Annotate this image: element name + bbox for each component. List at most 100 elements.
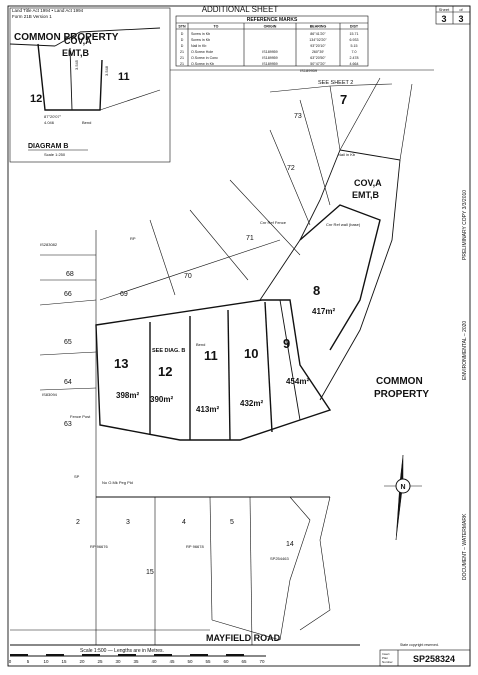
svg-text:134°02'20": 134°02'20"	[309, 38, 327, 42]
svg-text:D: D	[181, 32, 184, 36]
svg-text:Insert: Insert	[382, 652, 390, 656]
svg-text:of: of	[459, 7, 463, 12]
svg-text:Bend: Bend	[82, 120, 91, 125]
svg-text:Number: Number	[382, 660, 393, 664]
svg-text:RP: RP	[130, 236, 136, 241]
svg-text:D: D	[181, 38, 184, 42]
table-row: D Screw in Kb 134°02'20" 6.933	[181, 38, 359, 42]
plan-number-box	[379, 649, 471, 667]
margin-text-1: PRELIMINARY COPY 3/3/2010	[462, 190, 468, 260]
margin-text-2: ENVIRONMENTAL – 2020	[462, 321, 468, 380]
scale-tick-label: 5	[27, 659, 30, 664]
lot-11-area: 413m²	[196, 405, 219, 414]
lot-15-label: 15	[146, 569, 154, 576]
svg-text:7.0: 7.0	[352, 50, 357, 54]
sheet-title: ADDITIONAL SHEET	[202, 5, 279, 14]
lot-9-area: 454m²	[286, 377, 309, 386]
see-diagram-b-note: SEE DIAG. B	[152, 348, 185, 354]
scale-tick-label: 65	[241, 659, 247, 664]
table-row: 21 O.Screw Hole IS189959 260°39' 7.0	[180, 50, 357, 54]
svg-text:2.478: 2.478	[350, 56, 359, 60]
inset-diagram-b: COMMON PROPERTY COV,A EMT,B 12 11 87°20'…	[9, 7, 171, 163]
lot-70-label: 70	[184, 273, 192, 280]
lot-2-label: 2	[76, 519, 80, 526]
svg-text:Nail in Kb: Nail in Kb	[338, 152, 356, 157]
scale-tick-label: 10	[43, 659, 49, 664]
lot-4-label: 4	[182, 519, 186, 526]
svg-text:Plan: Plan	[382, 656, 388, 660]
svg-text:DIST: DIST	[350, 25, 359, 29]
svg-text:6.933: 6.933	[350, 38, 359, 42]
svg-text:15.71: 15.71	[350, 32, 359, 36]
svg-text:SP254463: SP254463	[270, 556, 289, 561]
road-name-label: MAYFIELD ROAD	[206, 633, 281, 643]
lot-3-label: 3	[126, 519, 130, 526]
page-frame	[7, 5, 471, 667]
svg-text:260°39': 260°39'	[312, 50, 324, 54]
svg-text:Cnr Ref wall (base): Cnr Ref wall (base)	[326, 222, 361, 227]
sheet-total: 3	[458, 14, 463, 24]
plan-linework	[10, 77, 413, 646]
act-line-2: Form 21B Version 1	[12, 14, 52, 19]
lot-8-label: 8	[313, 283, 320, 298]
svg-text:3.548: 3.548	[104, 65, 109, 76]
svg-text:BEARING: BEARING	[310, 25, 327, 29]
svg-text:IS83094: IS83094	[42, 392, 58, 397]
lot-10-label: 10	[244, 346, 258, 361]
scale-tick-label: 40	[151, 659, 157, 664]
svg-text:O.Screw Hole: O.Screw Hole	[191, 50, 213, 54]
see-sheet-2-note: SEE SHEET 2	[318, 80, 353, 86]
scale-tick-label: 15	[61, 659, 67, 664]
svg-text:4.046: 4.046	[44, 120, 55, 125]
svg-text:Fence Post: Fence Post	[70, 414, 91, 419]
table-row: D Screw in Kb 86°41'20" 15.71	[181, 32, 359, 36]
reference-marks-table: REFERENCE MARKS STN TO ORIGIN BEARING DI…	[175, 15, 369, 67]
north-label: N	[400, 484, 405, 491]
svg-text:Bend: Bend	[196, 342, 205, 347]
svg-text:RP 96676: RP 96676	[90, 544, 108, 549]
inset-cov-label: COV,A	[64, 36, 92, 46]
lot-11-label: 11	[204, 348, 218, 363]
inset-lot-11: 11	[118, 71, 130, 83]
svg-text:IS283082: IS283082	[40, 242, 58, 247]
table-row: 21 O.Screw in Conc IS189959 63°20'50" 2.…	[180, 56, 359, 60]
reference-marks-title: REFERENCE MARKS	[247, 17, 298, 23]
lot-13-area: 398m²	[116, 391, 139, 400]
svg-text:ORIGIN: ORIGIN	[264, 25, 277, 29]
lot-8-area: 417m²	[312, 307, 335, 316]
inset-title: COMMON PROPERTY	[14, 32, 119, 43]
scale-tick-label: 70	[259, 659, 265, 664]
svg-text:93°20'10": 93°20'10"	[310, 44, 326, 48]
lot-12-label: 12	[158, 364, 172, 379]
scale-tick-label: 50	[187, 659, 193, 664]
lot-5-label: 5	[230, 519, 234, 526]
common-property-label-2: PROPERTY	[374, 389, 429, 400]
act-line-1: Land Title Act 1994 • Land Act 1994	[12, 8, 84, 13]
inset-lot-12: 12	[30, 93, 42, 105]
svg-text:3.545: 3.545	[74, 59, 79, 70]
inset-diagram-title: DIAGRAM B	[28, 143, 68, 150]
lot-9-label: 9	[283, 336, 290, 351]
svg-text:50°47'20": 50°47'20"	[310, 62, 326, 66]
inset-emt-label: EMT,B	[62, 48, 90, 58]
svg-text:RP 96678: RP 96678	[186, 544, 204, 549]
inset-diagram-scale: Scale 1:250	[44, 152, 66, 157]
lot-7-label: 7	[340, 92, 347, 107]
table-row: 21 O.Screw in Kb IS189959 50°47'20" 4.66…	[180, 62, 359, 66]
svg-text:63°20'50": 63°20'50"	[310, 56, 326, 60]
lot-69-label: 69	[120, 291, 128, 298]
common-property-label: COMMON	[376, 376, 423, 387]
table-row: D Nail in Kb 93°20'10" 5.15	[181, 44, 358, 48]
lot-14-label: 14	[286, 541, 294, 548]
copyright-note: State copyright reserved.	[400, 643, 439, 647]
svg-text:21: 21	[180, 62, 184, 66]
svg-text:Screw in Kb: Screw in Kb	[191, 32, 210, 36]
svg-text:86°41'20": 86°41'20"	[310, 32, 326, 36]
north-arrow-icon: N	[384, 454, 422, 541]
svg-text:21: 21	[180, 56, 184, 60]
plan-number: SP258324	[413, 654, 455, 664]
lot-66-label: 66	[64, 291, 72, 298]
lot-71-label: 71	[246, 235, 254, 242]
